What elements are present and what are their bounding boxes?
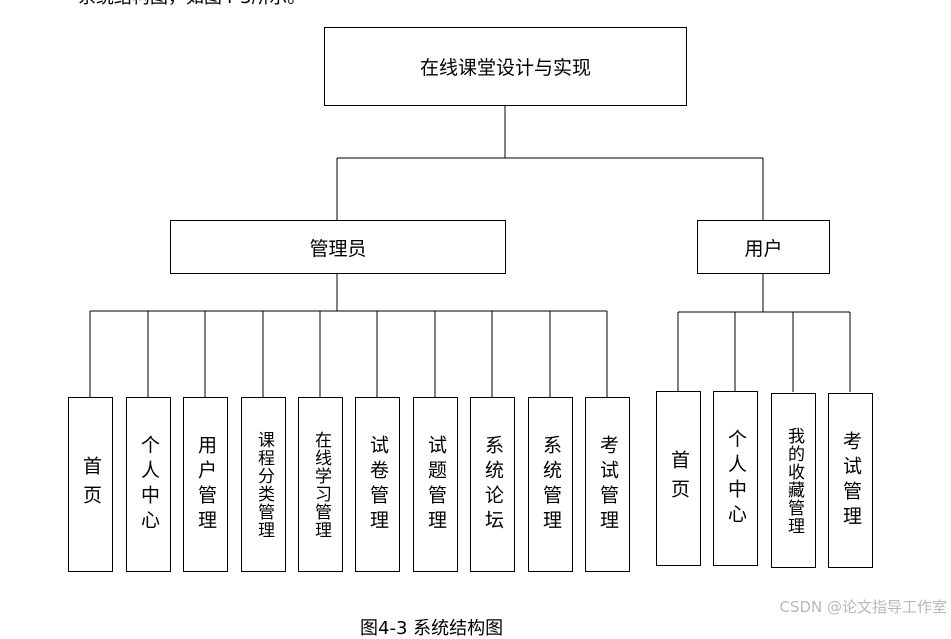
caption-below: 图4-3 系统结构图 bbox=[360, 619, 504, 639]
leaf-node: 个人中心 bbox=[126, 397, 171, 572]
leaf-label: 课程分类管理 bbox=[254, 430, 274, 539]
root-node: 在线课堂设计与实现 bbox=[324, 27, 687, 106]
watermark: CSDN @论文指导工作室 bbox=[779, 598, 947, 616]
leaf-label: 首页 bbox=[668, 449, 690, 508]
leaf-node: 试卷管理 bbox=[355, 397, 400, 572]
leaf-node: 考试管理 bbox=[828, 393, 873, 568]
branch-node-user: 用户 bbox=[697, 220, 830, 274]
caption-above: 系统结构图，如图4-3所示。 bbox=[78, 0, 305, 8]
leaf-node: 首页 bbox=[68, 397, 113, 572]
leaf-label: 用户管理 bbox=[195, 434, 217, 535]
leaf-label: 系统论坛 bbox=[482, 434, 504, 535]
leaf-node: 课程分类管理 bbox=[241, 397, 286, 572]
leaf-label: 个人中心 bbox=[138, 434, 160, 535]
leaf-node: 用户管理 bbox=[183, 397, 228, 572]
connector-lines bbox=[89, 105, 851, 398]
leaf-node: 试题管理 bbox=[413, 397, 458, 572]
leaf-node: 考试管理 bbox=[585, 397, 630, 572]
root-label: 在线课堂设计与实现 bbox=[419, 57, 591, 79]
leaf-label: 考试管理 bbox=[840, 430, 862, 531]
branch-label: 用户 bbox=[744, 237, 783, 260]
leaf-node: 系统论坛 bbox=[470, 397, 515, 572]
leaf-label: 在线学习管理 bbox=[311, 430, 331, 539]
leaf-node: 个人中心 bbox=[713, 391, 758, 566]
leaf-node: 首页 bbox=[656, 391, 701, 566]
leaf-label: 首页 bbox=[80, 455, 102, 514]
leaf-label: 系统管理 bbox=[540, 434, 562, 535]
leaf-label: 个人中心 bbox=[725, 428, 747, 529]
branch-node-admin: 管理员 bbox=[170, 220, 506, 274]
leaf-label: 试卷管理 bbox=[367, 434, 389, 535]
leaf-label: 试题管理 bbox=[425, 434, 447, 535]
leaf-node: 在线学习管理 bbox=[298, 397, 343, 572]
leaf-label: 我的收藏管理 bbox=[784, 426, 804, 535]
leaf-node: 我的收藏管理 bbox=[771, 393, 816, 568]
leaf-label: 考试管理 bbox=[597, 434, 619, 535]
leaf-node: 系统管理 bbox=[528, 397, 573, 572]
branch-label: 管理员 bbox=[309, 237, 367, 260]
